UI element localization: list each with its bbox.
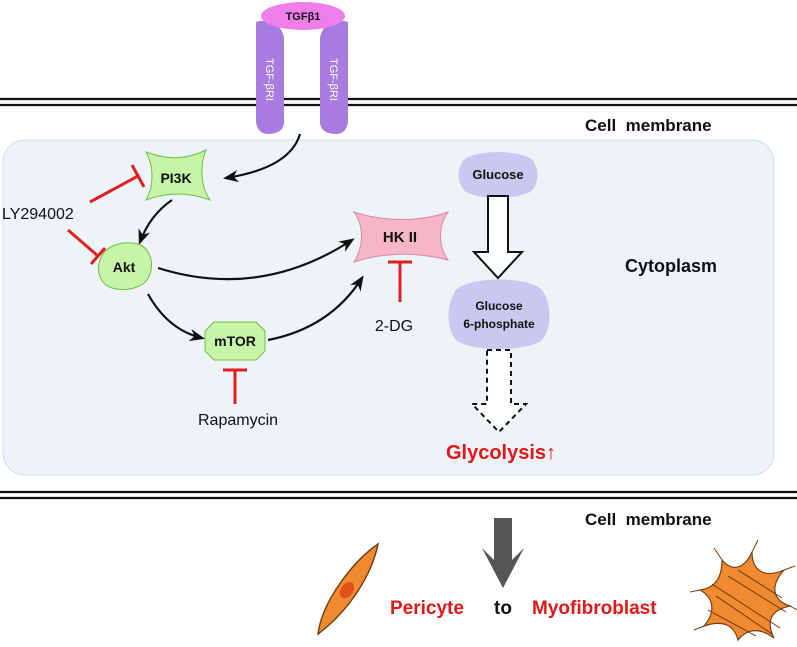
receptor-left: [256, 20, 284, 134]
hk2-node: [352, 210, 450, 263]
ligand-ellipse: [261, 2, 345, 30]
akt-node: [98, 242, 152, 290]
rapamycin-inhibits-mtor: [223, 368, 247, 404]
rapamycin-label: Rapamycin: [198, 412, 278, 429]
g6p-node: [448, 279, 550, 349]
receptor-left-label: TGF-βRI: [263, 58, 275, 101]
pericyte-cell-icon: [317, 542, 380, 636]
twodg-label: 2-DG: [375, 318, 413, 335]
g6p-label-line1: Glucose: [475, 299, 523, 313]
to-label: to: [494, 598, 512, 619]
glucose-label: Glucose: [472, 167, 523, 182]
bottom-membrane: [0, 490, 797, 500]
hk2-label: HK II: [383, 229, 417, 246]
bottom-membrane-label: Cell membrane: [585, 510, 712, 529]
akt-label: Akt: [113, 259, 136, 275]
pi3k-label: PI3K: [160, 170, 191, 186]
mtor-label: mTOR: [214, 333, 256, 349]
ly-inhibits-pi3k: [89, 164, 146, 204]
receptor-right-label: TGF-βRI: [327, 58, 339, 101]
akt-to-hk2-arrow: [157, 238, 355, 281]
top-membrane-label: Cell membrane: [585, 116, 712, 135]
glucose-to-g6p-arrow: [471, 195, 525, 280]
transition-down-arrow: [482, 518, 524, 588]
ly-inhibits-akt: [67, 228, 107, 265]
twodg-inhibits-hk2: [388, 260, 412, 302]
cytoplasm-label: Cytoplasm: [625, 256, 717, 276]
mtor-node: [204, 321, 266, 361]
cytoplasm-region: [2, 139, 775, 476]
pericyte-label: Pericyte: [390, 598, 464, 619]
myofibroblast-label: Myofibroblast: [532, 598, 657, 619]
pi3k-node: [144, 148, 212, 202]
myofibroblast-cell-icon: [689, 539, 797, 642]
g6p-label-line2: 6-phosphate: [463, 317, 535, 331]
receptor-to-pi3k-arrow: [222, 133, 302, 183]
akt-to-mtor-arrow: [147, 293, 205, 342]
mtor-to-hk2-arrow: [267, 275, 364, 342]
glucose-node: [458, 152, 538, 198]
top-membrane: [0, 97, 797, 107]
glycolysis-label: Glycolysis↑: [446, 442, 556, 464]
pi3k-to-akt-arrow: [138, 199, 173, 245]
g6p-to-glycolysis-arrow: [469, 349, 529, 434]
ly294002-label: LY294002: [2, 206, 74, 223]
ligand-label: TGFβ1: [286, 11, 321, 23]
receptor-right: [320, 20, 348, 134]
